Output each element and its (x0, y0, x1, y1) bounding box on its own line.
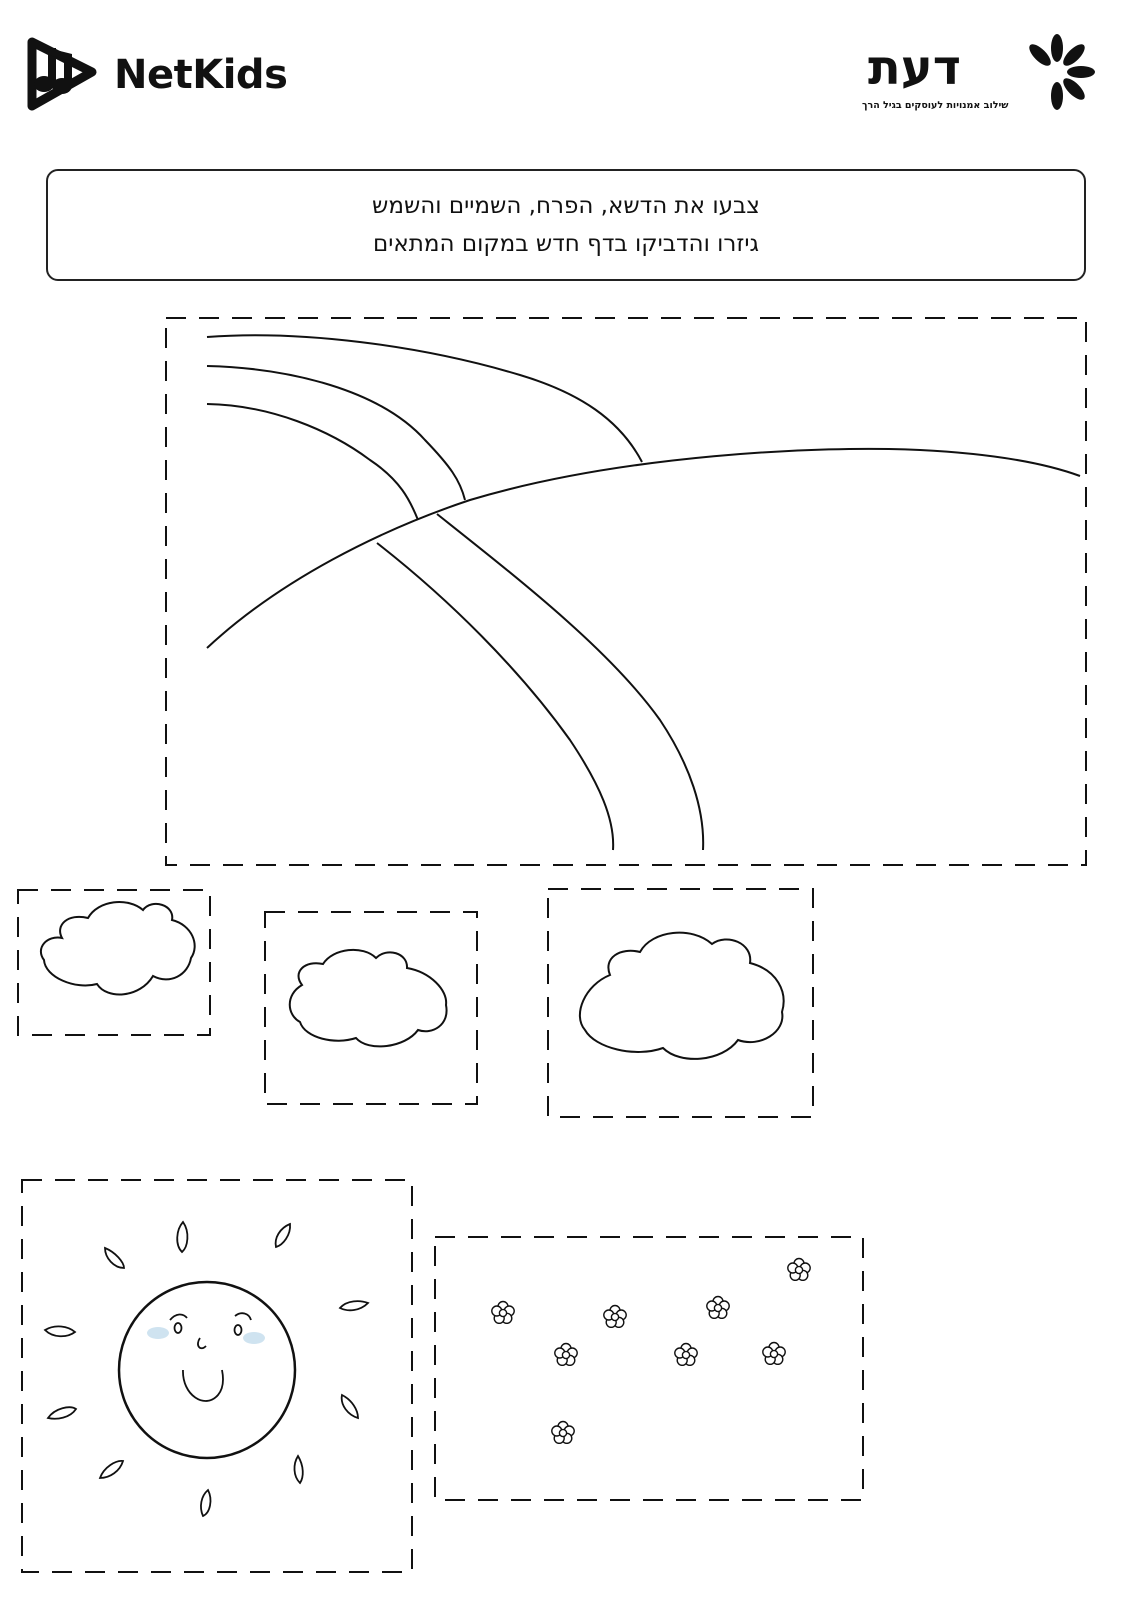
flower-icon (762, 1341, 786, 1366)
sun-face-icon (117, 1280, 297, 1460)
cloud-cutout-1 (17, 889, 211, 1036)
landscape-drawing (206, 334, 1081, 851)
instruction-line-1: צבעו את הדשא, הפרח, השמיים והשמש (372, 193, 760, 219)
cut-line-border (264, 911, 478, 1105)
cut-line-border (17, 889, 211, 1036)
flower-icon (554, 1342, 578, 1367)
cut-line-border (165, 317, 1087, 866)
instructions-box: צבעו את הדשא, הפרח, השמיים והשמש גיזרו ו… (46, 169, 1086, 281)
cut-line-border (21, 1179, 413, 1573)
sun-cheek-left (147, 1327, 169, 1339)
sun-cutout (21, 1179, 413, 1573)
cloud-drawing (288, 948, 448, 1048)
flower-icon (787, 1257, 811, 1282)
cut-line-border (547, 888, 814, 1118)
netkids-logo: NetKids (22, 34, 312, 114)
cut-line-border (434, 1236, 864, 1501)
flower-icon (491, 1300, 515, 1325)
cloud-cutout-2 (264, 911, 478, 1105)
flower-icon (706, 1295, 730, 1320)
cloud-cutout-3 (547, 888, 814, 1118)
landscape-cutout (165, 317, 1087, 866)
netkids-logo-text: NetKids (114, 52, 288, 98)
flower-field-cutout (434, 1236, 864, 1501)
cloud-drawing (579, 931, 785, 1060)
sun-rays (43, 1220, 370, 1518)
sun-face-features (169, 1312, 252, 1402)
flowers (491, 1257, 811, 1445)
cloud-drawing (39, 901, 196, 996)
flower-icon (551, 1420, 575, 1445)
instruction-line-2: גיזרו והדביקו בדף חדש במקום המתאים (372, 231, 759, 257)
flower-icon (603, 1304, 627, 1329)
daat-logo-tagline: שילוב אמנויות לעוסקים בגיל הרך (862, 100, 1009, 111)
daat-logo: דעת שילוב אמנויות לעוסקים בגיל הרך (862, 30, 1102, 120)
netkids-play-note-icon (27, 37, 97, 111)
daat-logo-word: דעת (868, 40, 961, 96)
flower-icon (674, 1342, 698, 1367)
daat-star-icon (1029, 34, 1095, 110)
sun-cheek-right (243, 1332, 265, 1344)
